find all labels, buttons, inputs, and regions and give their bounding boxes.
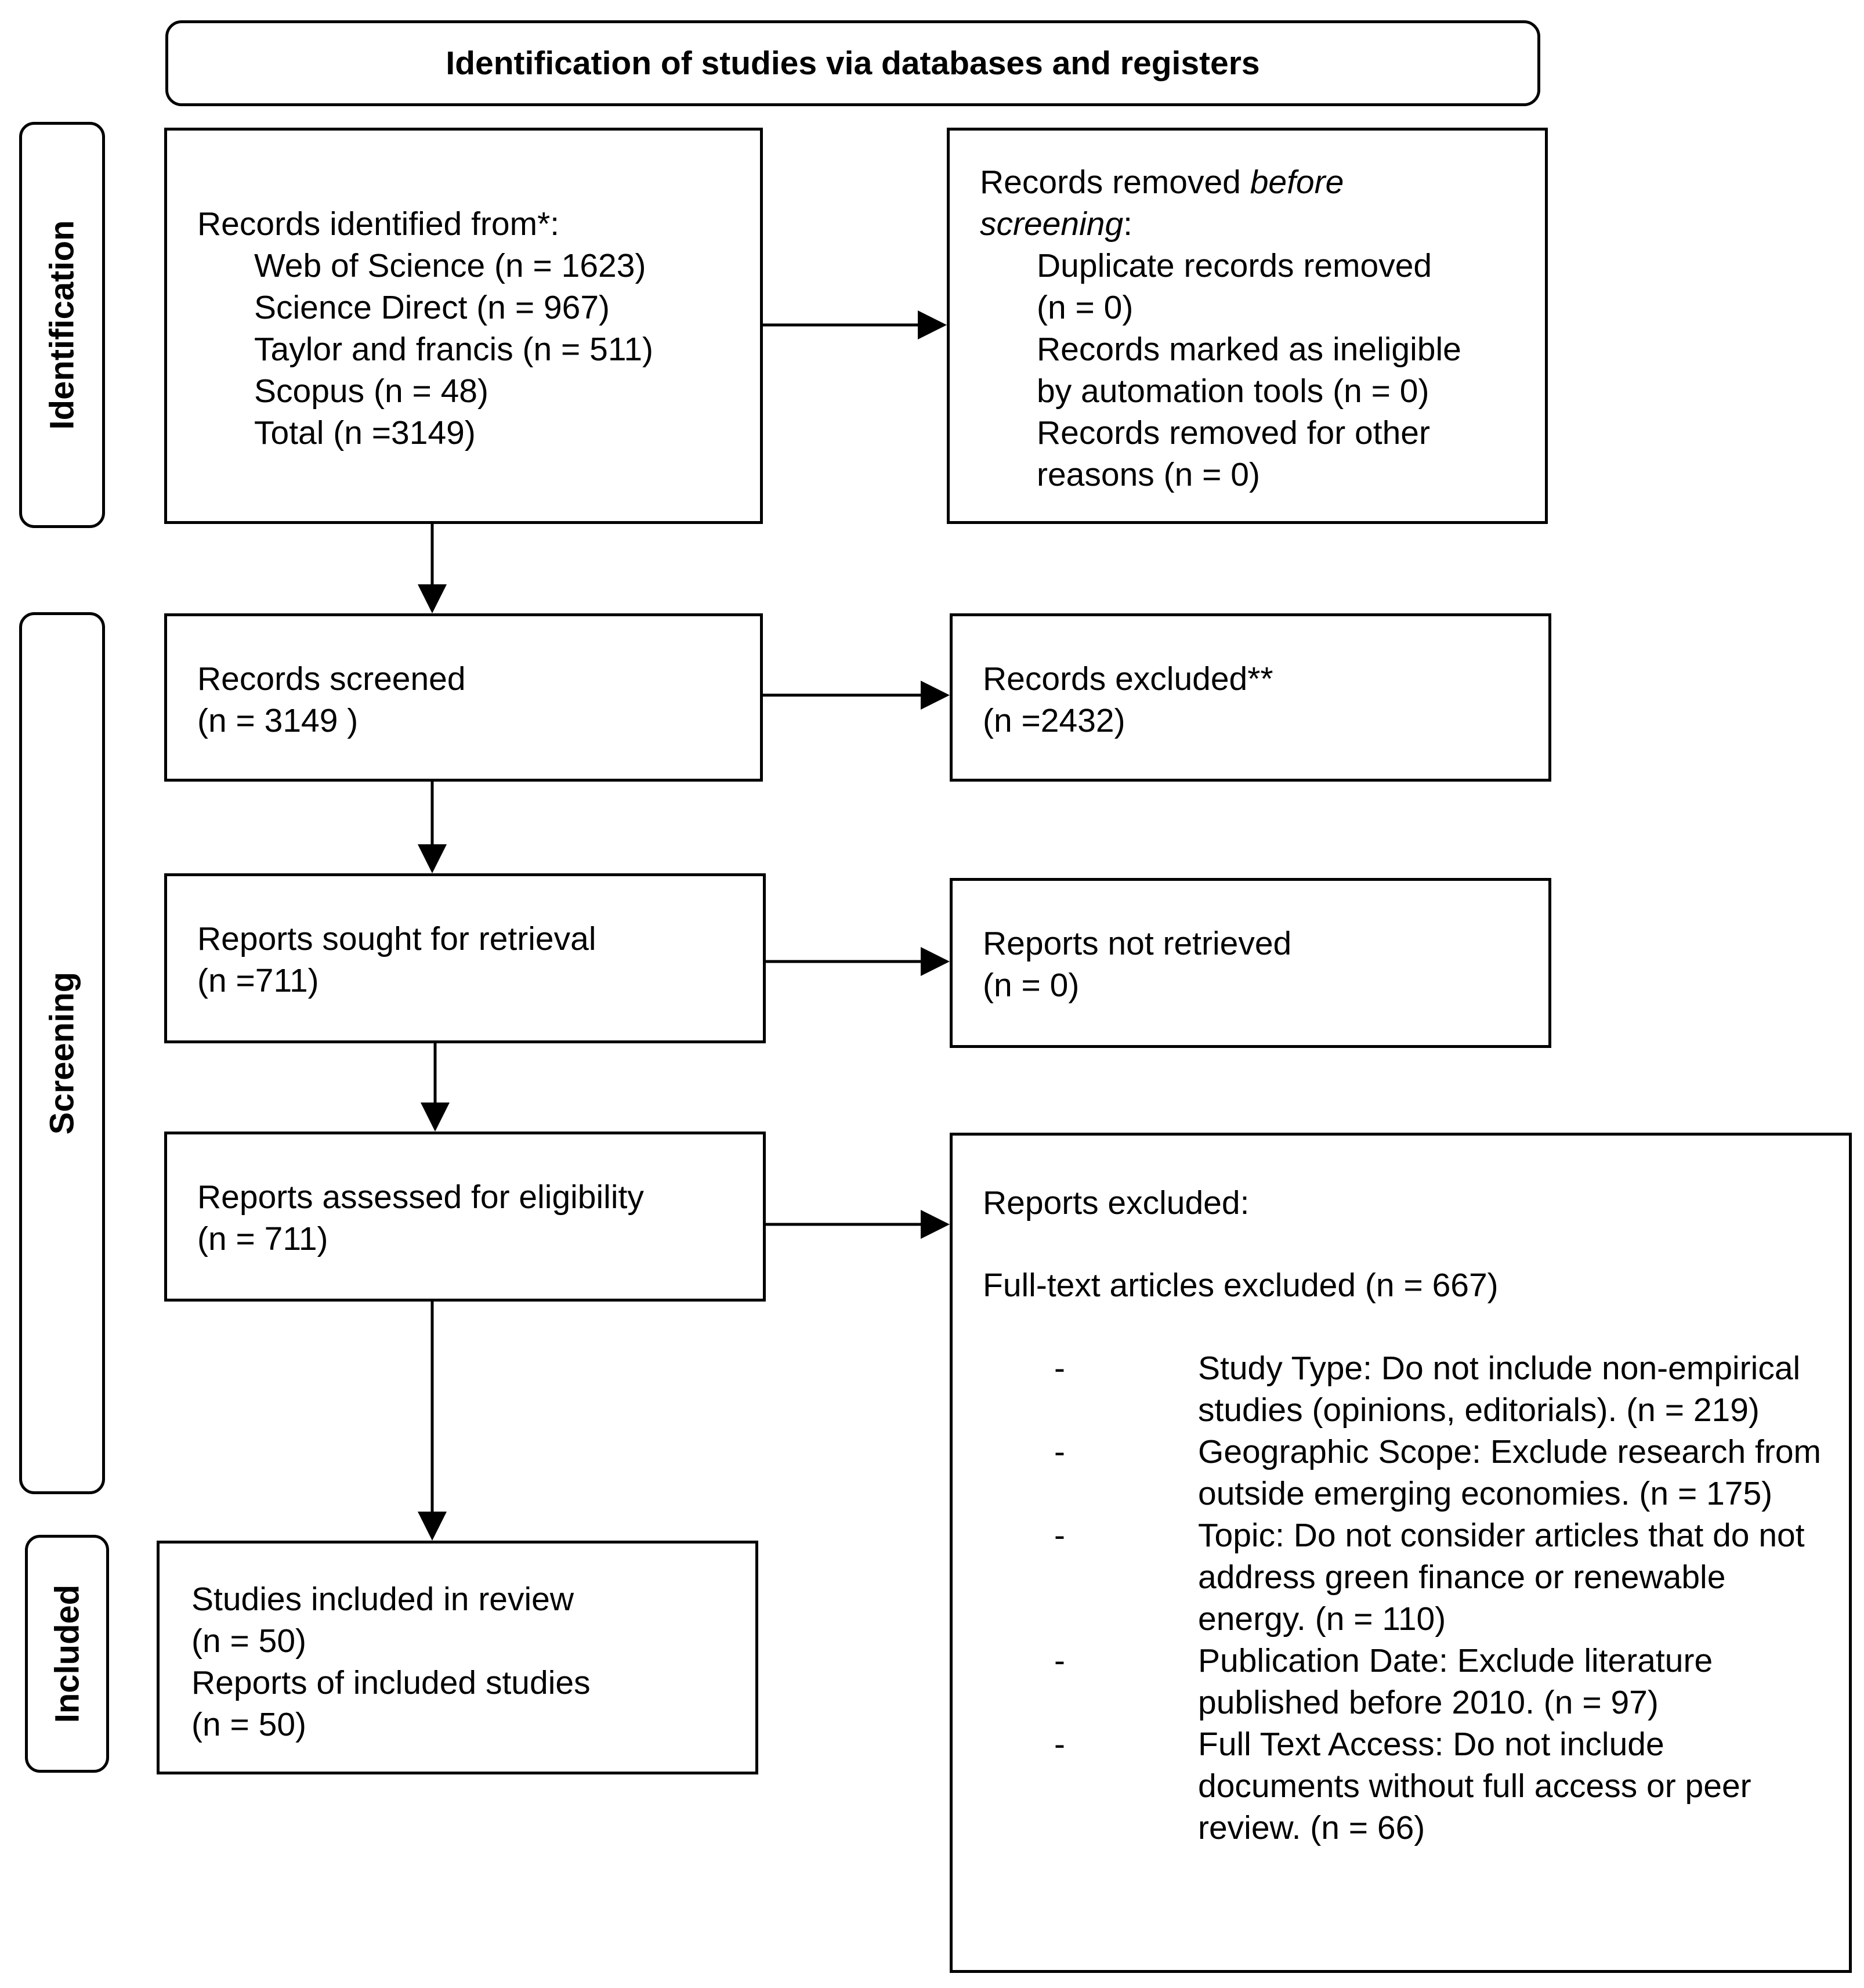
reports-not-retrieved-label: Reports not retrieved: [983, 925, 1292, 962]
bullet-dash: -: [1054, 1642, 1065, 1679]
exclusion-reason-topic: - Topic: Do not consider articles that d…: [1054, 1515, 1805, 1640]
exclusion-reason-publication-date: - Publication Date: Exclude literature p…: [1054, 1640, 1713, 1723]
phase-identification: Identification: [19, 122, 105, 528]
studies-included-count: (n = 50): [191, 1622, 307, 1660]
studies-included-box: Studies included in review (n = 50) Repo…: [157, 1541, 758, 1774]
reports-assessed-box: Reports assessed for eligibility (n = 71…: [164, 1132, 766, 1302]
header-title: Identification of studies via databases …: [446, 45, 1260, 82]
removed-line-1: Duplicate records removed: [1037, 247, 1432, 284]
source-web-of-science: Web of Science (n = 1623): [254, 247, 646, 284]
reports-sought-box: Reports sought for retrieval (n =711): [164, 873, 766, 1043]
reports-not-retrieved-count: (n = 0): [983, 967, 1080, 1004]
header-box: Identification of studies via databases …: [165, 20, 1540, 106]
bullet-dash: -: [1054, 1726, 1065, 1763]
phase-included: Included: [25, 1535, 109, 1773]
phase-screening: Screening: [19, 612, 105, 1494]
reason-line: review. (n = 66): [1198, 1809, 1425, 1846]
exclusion-reason-geographic-scope: - Geographic Scope: Exclude research fro…: [1054, 1431, 1821, 1515]
reason-line: Full Text Access: Do not include: [1198, 1726, 1664, 1763]
removed-line-3: Records marked as ineligible: [1037, 331, 1461, 368]
reason-line: address green finance or renewable: [1198, 1559, 1726, 1596]
removed-line-4: by automation tools (n = 0): [1037, 373, 1429, 410]
records-removed-title-colon: :: [1123, 205, 1132, 243]
studies-included-text: Studies included in review (n = 50) Repo…: [191, 1578, 591, 1745]
reason-line: documents without full access or peer: [1198, 1767, 1751, 1805]
records-identified-box: Records identified from*: Web of Science…: [164, 128, 763, 524]
reason-line: published before 2010. (n = 97): [1198, 1684, 1659, 1721]
reports-sought-count: (n =711): [197, 962, 319, 999]
records-removed-title-line1: Records removed before: [980, 161, 1461, 203]
records-excluded-count: (n =2432): [983, 702, 1125, 739]
reason-line: energy. (n = 110): [1198, 1600, 1446, 1638]
reason-line: Publication Date: Exclude literature: [1198, 1642, 1713, 1679]
records-screened-text: Records screened (n = 3149 ): [197, 658, 466, 742]
reason-line: studies (opinions, editorials). (n = 219…: [1198, 1391, 1760, 1429]
source-taylor-francis: Taylor and francis (n = 511): [254, 331, 654, 368]
reports-assessed-count: (n = 711): [197, 1220, 328, 1257]
reports-assessed-label: Reports assessed for eligibility: [197, 1179, 644, 1216]
studies-included-label: Studies included in review: [191, 1581, 574, 1618]
reports-excluded-box: Reports excluded: Full-text articles exc…: [950, 1133, 1852, 1973]
records-screened-count: (n = 3149 ): [197, 702, 359, 739]
records-screened-label: Records screened: [197, 660, 466, 697]
exclusion-reason-study-type: - Study Type: Do not include non-empiric…: [1054, 1347, 1800, 1431]
reports-included-label: Reports of included studies: [191, 1664, 591, 1701]
bullet-dash: -: [1054, 1517, 1065, 1554]
records-screened-box: Records screened (n = 3149 ): [164, 613, 763, 782]
records-excluded-box: Records excluded** (n =2432): [950, 613, 1551, 782]
records-removed-title-line2: screening:: [980, 203, 1461, 245]
records-identified-title: Records identified from*:: [197, 205, 560, 243]
reports-assessed-text: Reports assessed for eligibility (n = 71…: [197, 1176, 644, 1260]
source-scopus: Scopus (n = 48): [254, 373, 488, 410]
records-removed-text: Records removed before screening: Duplic…: [980, 161, 1461, 496]
records-removed-title-italic-2: screening: [980, 205, 1124, 243]
bullet-dash: -: [1054, 1433, 1065, 1470]
reports-not-retrieved-text: Reports not retrieved (n = 0): [983, 923, 1291, 1006]
source-total: Total (n =3149): [254, 414, 476, 451]
records-removed-box: Records removed before screening: Duplic…: [947, 128, 1548, 524]
reason-line: Topic: Do not consider articles that do …: [1198, 1517, 1805, 1554]
reports-excluded-subtitle: Full-text articles excluded (n = 667): [983, 1267, 1499, 1304]
records-removed-title-text: Records removed: [980, 164, 1250, 201]
records-identified-text: Records identified from*: Web of Science…: [197, 203, 653, 454]
reports-included-count: (n = 50): [191, 1706, 307, 1743]
removed-line-5: Records removed for other: [1037, 414, 1430, 451]
exclusion-reason-full-text-access: - Full Text Access: Do not include docum…: [1054, 1723, 1751, 1849]
bullet-dash: -: [1054, 1350, 1065, 1387]
removed-line-6: reasons (n = 0): [1037, 456, 1260, 493]
source-science-direct: Science Direct (n = 967): [254, 289, 610, 326]
reports-not-retrieved-box: Reports not retrieved (n = 0): [950, 878, 1551, 1048]
reports-excluded-title: Reports excluded:: [983, 1184, 1250, 1221]
records-removed-title-italic: before: [1250, 164, 1344, 201]
reason-line: Study Type: Do not include non-empirical: [1198, 1350, 1801, 1387]
reason-line: Geographic Scope: Exclude research from: [1198, 1433, 1822, 1470]
reports-sought-label: Reports sought for retrieval: [197, 920, 596, 957]
records-excluded-text: Records excluded** (n =2432): [983, 658, 1273, 742]
records-excluded-label: Records excluded**: [983, 660, 1273, 697]
reason-line: outside emerging economies. (n = 175): [1198, 1475, 1773, 1512]
reports-sought-text: Reports sought for retrieval (n =711): [197, 918, 596, 1002]
removed-line-2: (n = 0): [1037, 289, 1134, 326]
